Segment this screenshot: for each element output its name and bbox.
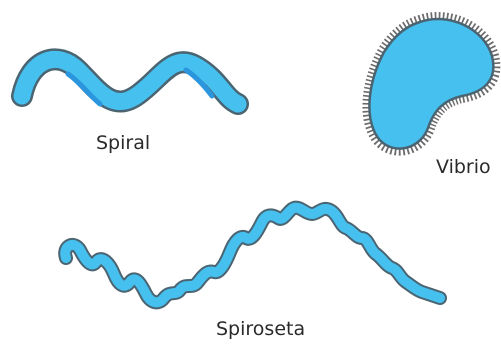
- vibrio-bacterium: [369, 19, 493, 149]
- spiral-label: Spiral: [96, 134, 150, 153]
- spiroseta-bacterium: [65, 208, 440, 303]
- vibrio-label: Vibrio: [436, 158, 491, 177]
- spiroseta-label: Spiroseta: [216, 320, 305, 339]
- spiral-bacterium: [22, 59, 238, 104]
